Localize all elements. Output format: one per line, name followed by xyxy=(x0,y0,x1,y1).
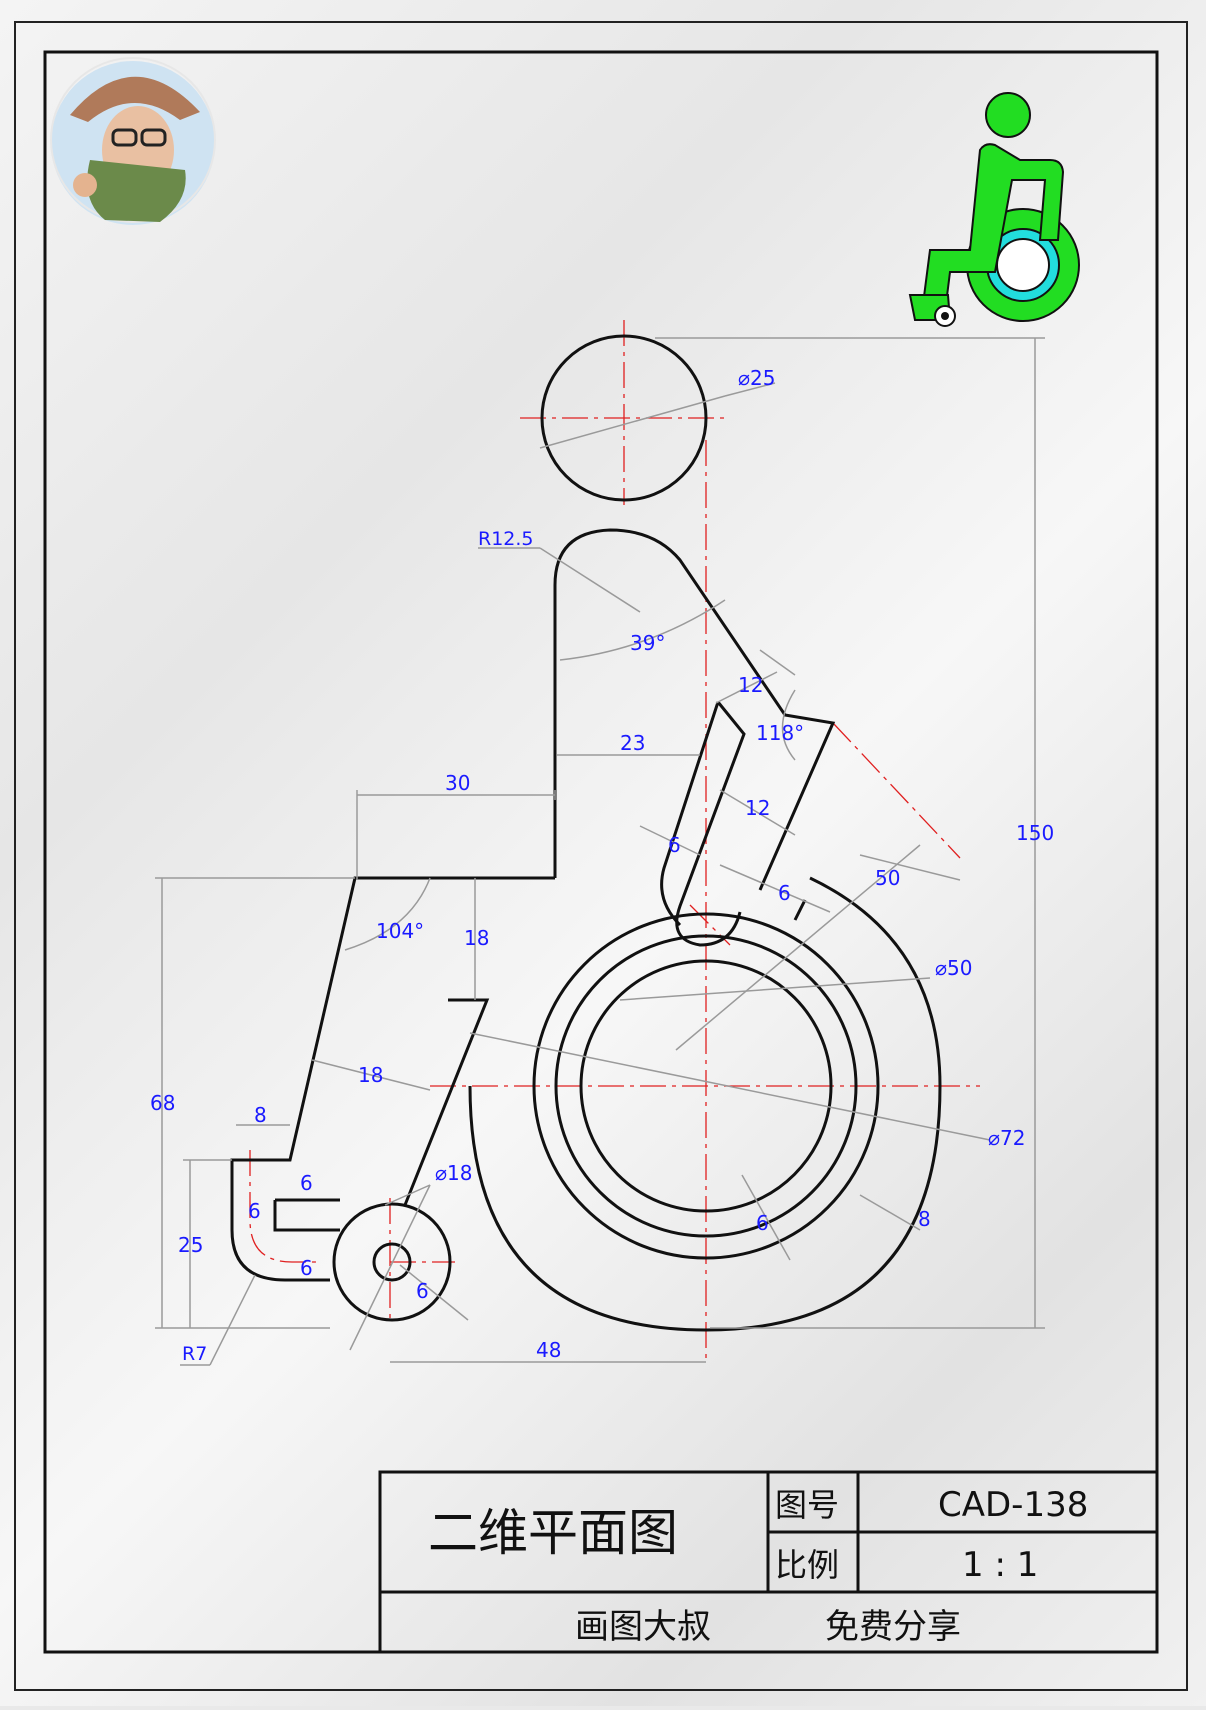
dim-wheel-outer-diameter: ⌀72 xyxy=(988,1126,1026,1150)
share-note: 免费分享 xyxy=(825,1607,961,1647)
dim-arm-angle: 118° xyxy=(756,721,804,745)
front-leg xyxy=(403,998,490,1206)
dim-wheel-inner-diameter: ⌀50 xyxy=(935,956,973,980)
head-circle xyxy=(540,334,708,502)
dim-ring-8: 8 xyxy=(918,1207,931,1231)
wheelchair-figure xyxy=(230,334,942,1332)
dim-width-30: 30 xyxy=(445,771,470,795)
wheel-ring-outer xyxy=(532,912,880,1260)
dim-shoulder-radius: R12.5 xyxy=(478,528,534,550)
dim-length-50: 50 xyxy=(875,866,900,890)
dimension-labels: ⌀25 R12.5 39° 12 118° 23 12 30 6 50 6 15… xyxy=(150,366,1054,1365)
outer-border xyxy=(14,21,1188,1691)
dim-height-18: 18 xyxy=(464,926,489,950)
dim-width-48: 48 xyxy=(536,1338,561,1362)
dim-radius-7: R7 xyxy=(182,1343,207,1365)
wheel-ring-mid xyxy=(554,934,858,1238)
dim-foot-6b: 6 xyxy=(248,1199,261,1223)
dim-ring-6: 6 xyxy=(756,1211,769,1235)
centerlines xyxy=(249,320,980,1360)
dim-width-23: 23 xyxy=(620,731,645,755)
dim-height-150: 150 xyxy=(1016,821,1054,845)
dim-arm-top-width: 12 xyxy=(738,673,763,697)
dim-width-8: 8 xyxy=(254,1103,267,1127)
wheelchair-icon xyxy=(908,92,1080,327)
dim-foot-6c: 6 xyxy=(300,1256,313,1280)
scale-label: 比例 xyxy=(775,1546,839,1584)
dim-caster-6: 6 xyxy=(416,1279,429,1303)
dim-gap-6a: 6 xyxy=(668,833,681,857)
drawing-number: CAD-138 xyxy=(938,1485,1088,1525)
drawing-number-label: 图号 xyxy=(775,1486,839,1524)
wheel-ring-inner xyxy=(579,959,833,1213)
caster-outer xyxy=(332,1202,452,1322)
dim-height-68: 68 xyxy=(150,1091,175,1115)
caster-hub xyxy=(372,1242,412,1282)
dim-back-angle: 39° xyxy=(630,631,665,655)
seat-leg-outline xyxy=(230,876,555,1282)
dim-angle-104: 104° xyxy=(376,919,424,943)
scale-value: 1 : 1 xyxy=(962,1545,1038,1585)
dim-width-18: 18 xyxy=(358,1063,383,1087)
title-block: 二维平面图 图号 CAD-138 比例 1 : 1 画图大叔 免费分享 xyxy=(378,1470,1159,1654)
author-avatar xyxy=(50,57,216,225)
dim-height-25: 25 xyxy=(178,1233,203,1257)
dim-gap-6b: 6 xyxy=(778,881,791,905)
dim-head-diameter: ⌀25 xyxy=(738,366,776,390)
dim-caster-diameter: ⌀18 xyxy=(435,1161,473,1185)
drawing-title: 二维平面图 xyxy=(428,1504,678,1562)
dim-foot-6a: 6 xyxy=(300,1171,313,1195)
dimension-lines xyxy=(155,337,1045,1366)
arm-slot xyxy=(660,701,746,947)
author-name: 画图大叔 xyxy=(575,1607,711,1647)
dim-arm-width: 12 xyxy=(745,796,770,820)
